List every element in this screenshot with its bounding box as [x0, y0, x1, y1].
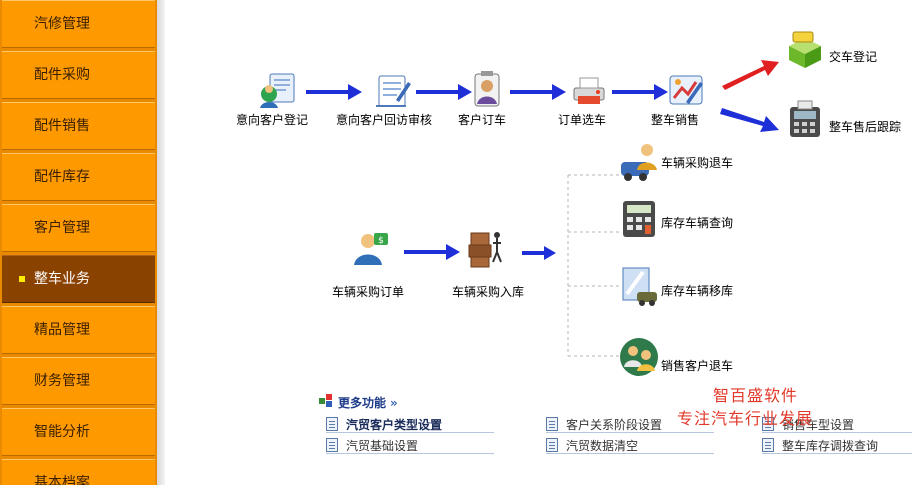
more-functions-label: 更多功能: [338, 396, 387, 410]
branch-bracket: [567, 174, 620, 357]
step-label[interactable]: 整车销售: [651, 113, 700, 127]
branch-label[interactable]: 整车售后跟踪: [829, 120, 902, 134]
sidebar-item-label: 配件销售: [34, 118, 90, 134]
sidebar-item-label: 配件库存: [34, 169, 90, 185]
link-underline: [762, 453, 912, 454]
sidebar-item-label: 客户管理: [34, 220, 90, 236]
branch-arrow-blue: [720, 108, 779, 132]
double-chevron-icon: »: [390, 396, 398, 410]
watermark-line-2: 专注汽车行业发展: [677, 409, 814, 428]
sidebar-item-label: 智能分析: [34, 424, 90, 440]
document-icon: [326, 417, 338, 431]
document-icon: [326, 438, 338, 452]
step-label[interactable]: 意向客户登记: [236, 113, 309, 127]
order-select-car-icon[interactable]: [566, 68, 610, 112]
link-underline: [326, 453, 494, 454]
flow-arrow: [404, 244, 460, 260]
more-functions-title[interactable]: 更多功能»: [338, 394, 398, 411]
link-stock-transfer-query[interactable]: 整车库存调拨查询: [762, 437, 878, 454]
sidebar-item-repair[interactable]: 汽修管理: [2, 0, 155, 48]
sidebar-item-label: 精品管理: [34, 322, 90, 338]
link-sales-model-setting[interactable]: 销售车型设置: [762, 416, 854, 433]
branch-label[interactable]: 销售客户退车: [661, 359, 734, 373]
document-icon: [546, 417, 558, 431]
link-underline: [762, 432, 912, 433]
link-relation-stage-setting[interactable]: 客户关系阶段设置: [546, 416, 662, 433]
branch-label[interactable]: 库存车辆移库: [661, 284, 734, 298]
sidebar-item-boutique[interactable]: 精品管理: [2, 306, 155, 354]
flow-arrow: [306, 84, 362, 100]
sidebar-item-finance[interactable]: 财务管理: [2, 357, 155, 405]
vehicle-purchase-stockin-icon[interactable]: [463, 225, 507, 269]
sidebar-item-analysis[interactable]: 智能分析: [2, 408, 155, 456]
link-data-clear[interactable]: 汽贸数据清空: [546, 437, 638, 454]
sidebar-item-parts-sales[interactable]: 配件销售: [2, 102, 155, 150]
sales-customer-return-icon[interactable]: [617, 335, 661, 379]
sidebar-item-vehicle-business[interactable]: 整车业务: [2, 255, 155, 303]
branch-label[interactable]: 车辆采购退车: [661, 156, 734, 170]
after-sales-track-icon[interactable]: [784, 97, 828, 141]
flow-arrow: [612, 84, 668, 100]
flow-arrow: [522, 246, 556, 260]
link-underline: [546, 453, 714, 454]
sidebar-item-parts-stock[interactable]: 配件库存: [2, 153, 155, 201]
sidebar-divider: [157, 0, 165, 485]
customer-order-icon[interactable]: [465, 68, 509, 112]
flow-arrow: [416, 84, 472, 100]
step-label[interactable]: 车辆采购订单: [332, 285, 405, 299]
sidebar-item-parts-purchase[interactable]: 配件采购: [2, 51, 155, 99]
sidebar-item-label: 整车业务: [34, 271, 90, 287]
document-icon: [762, 417, 774, 431]
sidebar-item-label: 基本档案: [34, 475, 90, 485]
step-label[interactable]: 车辆采购入库: [452, 285, 525, 299]
link-basic-setting[interactable]: 汽贸基础设置: [326, 437, 418, 454]
vehicle-delivery-register-icon[interactable]: [781, 28, 825, 72]
link-label: 汽贸客户类型设置: [346, 418, 443, 432]
sidebar-item-label: 财务管理: [34, 373, 90, 389]
sidebar: 汽修管理 配件采购 配件销售 配件库存 客户管理 整车业务 精品管理 财务管理 …: [0, 0, 157, 485]
svg-text:$: $: [378, 236, 384, 246]
watermark-line-1: 智百盛软件: [713, 386, 799, 405]
sidebar-item-base-files[interactable]: 基本档案: [2, 459, 155, 485]
stock-vehicle-transfer-icon[interactable]: [617, 264, 661, 308]
step-label[interactable]: 意向客户回访审核: [336, 113, 433, 127]
step-label[interactable]: 订单选车: [558, 113, 607, 127]
step-label[interactable]: 客户订车: [458, 113, 507, 127]
branch-label[interactable]: 库存车辆查询: [661, 216, 734, 230]
link-label: 汽贸基础设置: [346, 439, 419, 453]
link-label: 销售车型设置: [782, 418, 855, 432]
vehicle-sales-icon[interactable]: [664, 68, 708, 112]
flow-arrow: [510, 84, 566, 100]
active-bullet-icon: [19, 276, 25, 282]
stock-vehicle-query-icon[interactable]: [617, 197, 661, 241]
intent-customer-register-icon[interactable]: [256, 68, 300, 112]
branch-arrow-red: [722, 60, 779, 90]
customer-revisit-review-icon[interactable]: [370, 68, 414, 112]
link-label: 汽贸数据清空: [566, 439, 639, 453]
link-label: 客户关系阶段设置: [566, 418, 663, 432]
vehicle-purchase-return-icon[interactable]: [617, 140, 661, 184]
more-functions-icon: [319, 394, 332, 407]
link-underline: [326, 432, 494, 433]
sidebar-item-label: 配件采购: [34, 67, 90, 83]
sidebar-item-customers[interactable]: 客户管理: [2, 204, 155, 252]
branch-label[interactable]: 交车登记: [829, 50, 878, 64]
link-underline: [546, 432, 714, 433]
link-customer-type-setting[interactable]: 汽贸客户类型设置: [326, 416, 442, 433]
document-icon: [762, 438, 774, 452]
vehicle-purchase-order-icon[interactable]: $: [348, 227, 392, 271]
document-icon: [546, 438, 558, 452]
sidebar-item-label: 汽修管理: [34, 16, 90, 32]
link-label: 整车库存调拨查询: [782, 439, 879, 453]
